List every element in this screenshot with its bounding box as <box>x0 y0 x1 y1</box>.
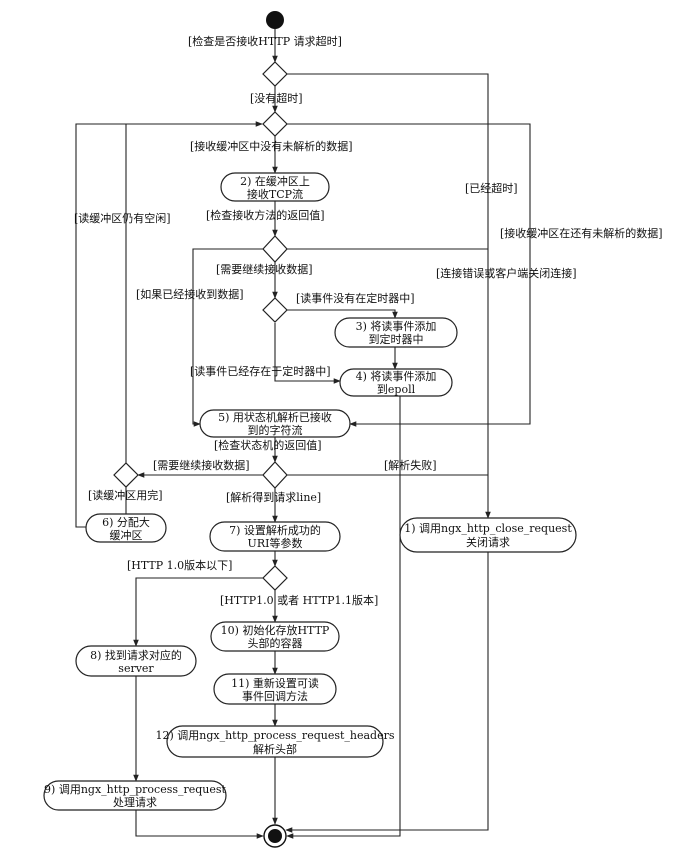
edge-n6-d1 <box>75 123 126 528</box>
decision-timer <box>262 297 288 323</box>
node-recv-tcp: 2) 在缓冲区上 接收TCP流 <box>220 172 330 202</box>
node-fsm-parse: 5) 用状态机解析已接收 到的字符流 <box>199 409 351 438</box>
label-already-timeout: [已经超时] <box>465 181 518 195</box>
node-init-headers-line2: 头部的容器 <box>248 636 303 650</box>
node-init-headers-line1: 10) 初始化存放HTTP <box>221 623 330 637</box>
decision-recv-return <box>262 235 288 263</box>
node-set-uri: 7) 设置解析成功的 URI等参数 <box>209 521 341 552</box>
node-add-timer-line2: 到定时器中 <box>369 332 424 346</box>
label-parse-fail: [解析失败] <box>384 458 437 472</box>
node-add-epoll-line2: 到epoll <box>377 383 416 396</box>
edge-d1-unparsed <box>287 123 531 427</box>
edge-n4-end <box>286 396 401 839</box>
edge-d0-timeout <box>287 73 491 519</box>
label-need-more-2: [需要继续接收数据] <box>153 458 250 472</box>
node-add-epoll-line1: 4) 将读事件添加 <box>356 369 437 383</box>
edge-d3-n3 <box>287 309 398 319</box>
label-has-timer: [读事件已经存在于定时器中] <box>190 364 331 378</box>
node-recv-tcp-line1: 2) 在缓冲区上 <box>240 174 310 188</box>
label-check-recv-return: [检查接收方法的返回值] <box>206 208 325 222</box>
node-reset-handler-line1: 11) 重新设置可读 <box>231 676 319 690</box>
label-conn-error: [连接错误或客户端关闭连接] <box>436 266 577 280</box>
label-http10-11: [HTTP1.0 或者 HTTP1.1版本] <box>220 593 378 607</box>
node-alloc-buffer: 6) 分配大 缓冲区 <box>85 513 167 543</box>
decision-diamonds <box>113 61 288 591</box>
node-process-headers: 12) 调用ngx_http_process_request_headers 解… <box>155 725 395 758</box>
node-find-server: 8) 找到请求对应的 server <box>75 645 197 677</box>
node-fsm-parse-line2: 到的字符流 <box>248 423 303 437</box>
decision-buffer <box>262 111 288 137</box>
decision-buffer-space <box>113 462 139 488</box>
label-need-more-1: [需要继续接收数据] <box>216 262 313 276</box>
node-add-timer-line1: 3) 将读事件添加 <box>356 319 437 333</box>
edge-d6-n8 <box>133 577 263 647</box>
label-buffer-no-unparsed: [接收缓冲区中没有未解析的数据] <box>190 139 353 153</box>
label-buffer-full: [读缓冲区用完] <box>88 488 163 502</box>
node-alloc-buffer-line2: 缓冲区 <box>110 528 143 542</box>
node-process-headers-line2: 解析头部 <box>253 742 297 756</box>
node-process-headers-line1: 12) 调用ngx_http_process_request_headers <box>155 729 394 742</box>
label-check-timeout: [检查是否接收HTTP 请求超时] <box>188 34 342 48</box>
label-http10-below: [HTTP 1.0版本以下] <box>127 558 232 572</box>
edge-d3-n4 <box>274 323 341 384</box>
decision-http-version <box>262 565 288 591</box>
label-if-received: [如果已经接收到数据] <box>136 287 244 301</box>
guard-labels: [检查是否接收HTTP 请求超时] [没有超时] [接收缓冲区中没有未解析的数据… <box>74 34 663 607</box>
node-find-server-line2: server <box>118 662 154 675</box>
label-no-timer: [读事件没有在定时器中] <box>296 291 415 305</box>
decision-fsm-return <box>262 461 288 489</box>
edges <box>75 28 531 839</box>
node-fsm-parse-line1: 5) 用状态机解析已接收 <box>218 410 332 424</box>
edge-d2-received <box>192 248 263 427</box>
node-process-request-line1: 9) 调用ngx_http_process_request <box>44 783 227 796</box>
node-close-request: 1) 调用ngx_http_close_request 关闭请求 <box>399 517 577 553</box>
node-set-uri-line1: 7) 设置解析成功的 <box>229 523 321 537</box>
activity-nodes: 2) 在缓冲区上 接收TCP流 3) 将读事件添加 到定时器中 4) 将读事件添… <box>43 172 577 811</box>
node-alloc-buffer-line1: 6) 分配大 <box>102 515 150 529</box>
label-parsed-line: [解析得到请求line] <box>226 490 321 504</box>
node-close-request-line1: 1) 调用ngx_http_close_request <box>404 522 572 535</box>
decision-timeout <box>262 61 288 87</box>
node-init-headers: 10) 初始化存放HTTP 头部的容器 <box>210 621 340 652</box>
node-add-epoll: 4) 将读事件添加 到epoll <box>339 368 453 397</box>
label-not-timeout: [没有超时] <box>250 91 303 105</box>
node-set-uri-line2: URI等参数 <box>248 536 303 550</box>
node-close-request-line2: 关闭请求 <box>466 535 510 549</box>
edge-n9-end <box>135 810 264 839</box>
label-buffer-has-space: [读缓冲区仍有空闲] <box>74 211 171 225</box>
label-check-fsm-return: [检查状态机的返回值] <box>214 438 322 452</box>
node-process-request: 9) 调用ngx_http_process_request 处理请求 <box>43 780 227 811</box>
end-node <box>263 824 287 848</box>
node-recv-tcp-line2: 接收TCP流 <box>247 187 303 201</box>
start-node <box>266 11 284 29</box>
node-add-timer: 3) 将读事件添加 到定时器中 <box>334 317 458 348</box>
node-reset-handler-line2: 事件回调方法 <box>242 689 308 703</box>
edge-close-end <box>285 552 489 833</box>
label-buffer-has-unparsed: [接收缓冲区在还有未解析的数据] <box>500 226 663 240</box>
node-reset-handler: 11) 重新设置可读 事件回调方法 <box>213 673 337 705</box>
node-find-server-line1: 8) 找到请求对应的 <box>90 648 182 662</box>
node-process-request-line2: 处理请求 <box>113 796 157 809</box>
